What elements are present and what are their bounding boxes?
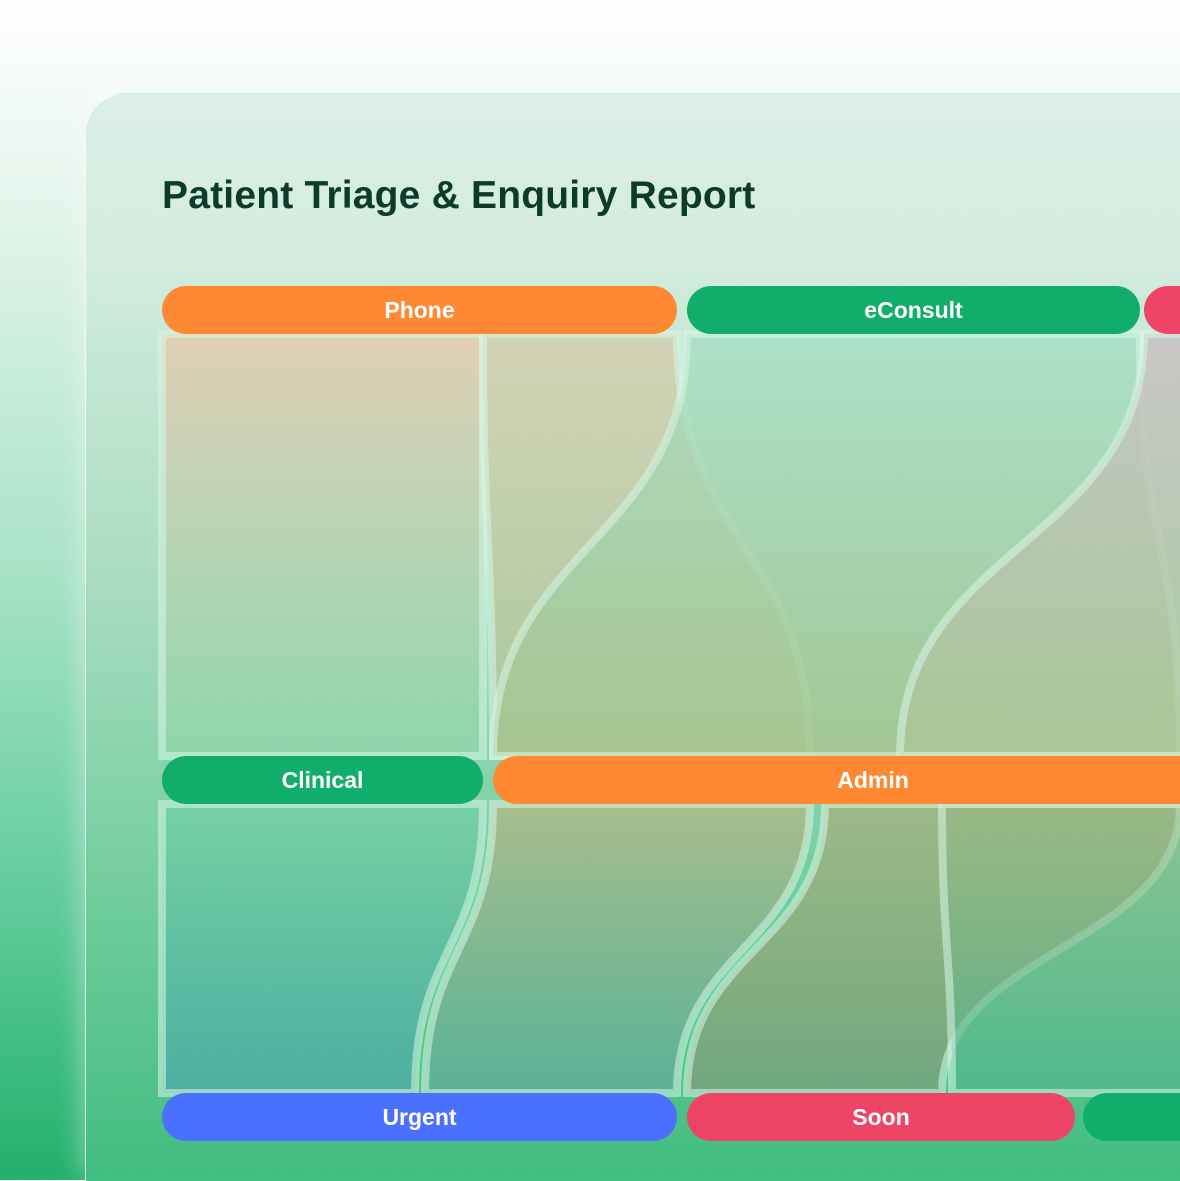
node-other bbox=[1144, 286, 1180, 334]
node-soon-label: Soon bbox=[852, 1104, 910, 1130]
node-econsult-label: eConsult bbox=[864, 297, 963, 323]
node-phone-label: Phone bbox=[384, 297, 454, 323]
node-urgent: Urgent bbox=[162, 1093, 677, 1141]
node-clinical-bar bbox=[162, 756, 483, 804]
link-admin-to-routine bbox=[937, 800, 1180, 1097]
node-urgent-bar bbox=[162, 1093, 677, 1141]
node-soon: Soon bbox=[687, 1093, 1075, 1141]
node-soon-bar bbox=[687, 1093, 1075, 1141]
node-admin-bar bbox=[493, 756, 1180, 804]
link-phone-to-clinical bbox=[157, 330, 488, 760]
node-routine-bar bbox=[1083, 1093, 1180, 1141]
node-urgent-label: Urgent bbox=[382, 1104, 456, 1130]
node-clinical: Clinical bbox=[162, 756, 483, 804]
node-admin-label: Admin bbox=[837, 767, 909, 793]
node-routine bbox=[1083, 1093, 1180, 1141]
node-phone: Phone bbox=[162, 286, 677, 334]
link-admin-to-urgent bbox=[420, 800, 815, 1097]
node-econsult: eConsult bbox=[687, 286, 1140, 334]
node-econsult-bar bbox=[687, 286, 1140, 334]
link-clinical-to-urgent bbox=[157, 800, 488, 1097]
page-title: Patient Triage & Enquiry Report bbox=[162, 174, 756, 217]
node-other-bar bbox=[1144, 286, 1180, 334]
link-other-to-admin bbox=[895, 330, 1180, 760]
node-phone-bar bbox=[162, 286, 677, 334]
node-admin: Admin bbox=[493, 756, 1180, 804]
node-clinical-label: Clinical bbox=[282, 767, 364, 793]
